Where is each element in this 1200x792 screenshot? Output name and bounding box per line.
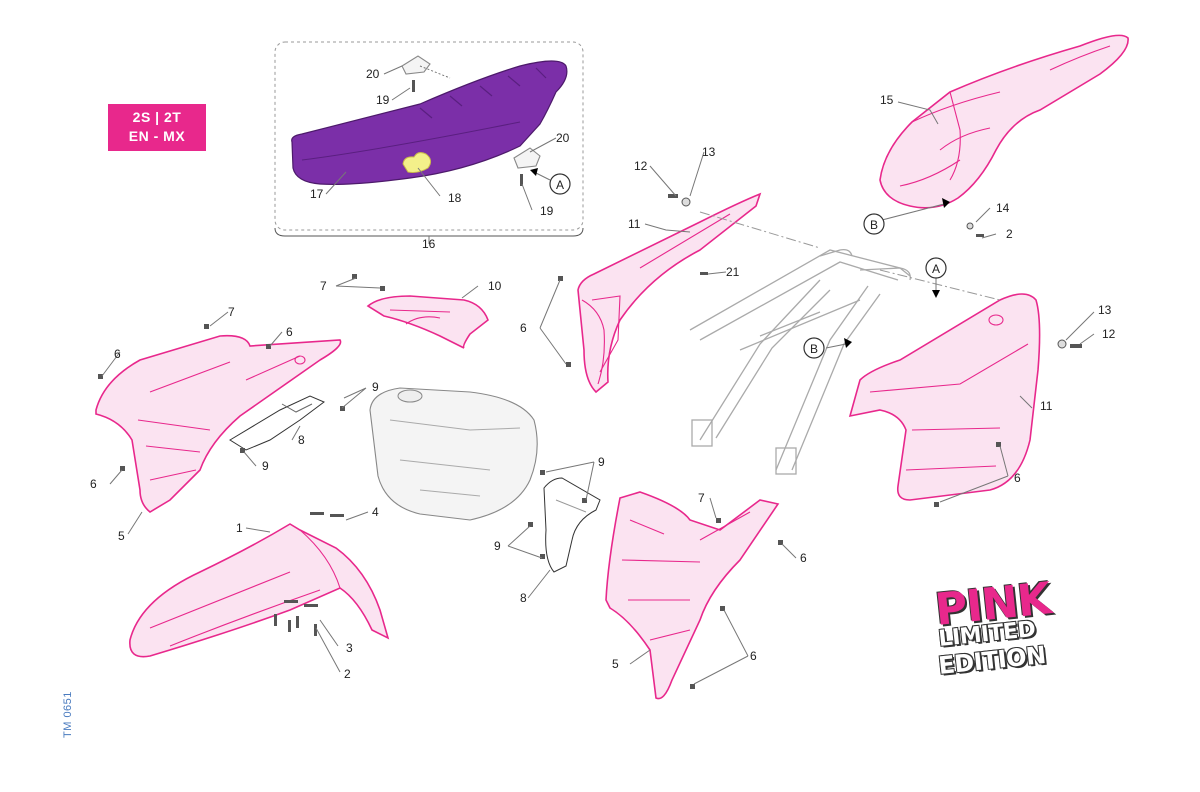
seat-bracket-front (401, 55, 431, 75)
number-plate-left (229, 395, 325, 451)
callout-9: 9 (262, 459, 269, 473)
ref-label-b: B (810, 342, 818, 356)
callout-7: 7 (698, 491, 705, 505)
callout-12: 12 (634, 159, 648, 173)
leader-lines (101, 65, 1095, 685)
callout-20: 20 (366, 67, 380, 81)
callout-11: 11 (628, 217, 641, 231)
callout-16: 16 (422, 237, 436, 251)
callout-2: 2 (1006, 227, 1013, 241)
callout-4: 4 (372, 505, 379, 519)
fuel-tank (369, 387, 538, 521)
callout-9: 9 (598, 455, 605, 469)
rear-fender (879, 34, 1129, 209)
callout-6: 6 (286, 325, 293, 339)
ref-label-a: A (932, 262, 940, 276)
callout-6: 6 (520, 321, 527, 335)
callout-1: 1 (236, 521, 243, 535)
seat-bracket-rear (513, 147, 541, 169)
ref-label-a: A (556, 178, 564, 192)
front-fender (129, 523, 390, 658)
callout-9: 9 (372, 380, 379, 394)
callout-6: 6 (114, 347, 121, 361)
assembly-lines (699, 211, 1001, 301)
callout-14: 14 (996, 201, 1010, 215)
callout-15: 15 (880, 93, 894, 107)
side-panel-upper (577, 192, 762, 394)
callout-8: 8 (298, 433, 305, 447)
model-badge: 2S | 2T EN - MX (108, 104, 206, 151)
callout-labels: 20 19 20 19 17 18 16 15 14 2 12 13 11 21… (90, 67, 1116, 681)
callout-5: 5 (612, 657, 619, 671)
callout-17: 17 (310, 187, 324, 201)
callout-8: 8 (520, 591, 527, 605)
callout-3: 3 (346, 641, 353, 655)
radiator-shroud-right (605, 491, 780, 700)
callout-6: 6 (800, 551, 807, 565)
callout-19: 19 (540, 204, 554, 218)
callout-7: 7 (320, 279, 327, 293)
callout-18: 18 (448, 191, 462, 205)
callout-11: 11 (1040, 399, 1053, 413)
callout-13: 13 (702, 145, 716, 159)
callout-6: 6 (1014, 471, 1021, 485)
callout-20: 20 (556, 131, 570, 145)
ref-label-b: B (870, 218, 878, 232)
fasteners (98, 194, 1082, 689)
callout-13: 13 (1098, 303, 1112, 317)
number-plate-right (543, 477, 601, 573)
reference-arrows (530, 168, 950, 349)
seat (291, 60, 568, 185)
callout-7: 7 (228, 305, 235, 319)
callout-6: 6 (750, 649, 757, 663)
seat-patch (402, 152, 432, 173)
callout-19: 19 (376, 93, 390, 107)
badge-line-2: EN - MX (128, 128, 186, 144)
radiator-shroud-left (95, 334, 342, 513)
callout-6: 6 (90, 477, 97, 491)
reference-circles (549, 173, 947, 359)
callout-5: 5 (118, 529, 125, 543)
callout-21: 21 (726, 265, 740, 279)
badge-line-1: 2S | 2T (132, 109, 182, 125)
rear-subframe (689, 248, 911, 475)
callout-2: 2 (344, 667, 351, 681)
callout-9: 9 (494, 539, 501, 553)
airbox-cover (366, 295, 489, 349)
callout-12: 12 (1102, 327, 1116, 341)
seat-kit-group (274, 41, 584, 244)
side-panel-lower (848, 293, 1041, 501)
callout-10: 10 (488, 279, 502, 293)
